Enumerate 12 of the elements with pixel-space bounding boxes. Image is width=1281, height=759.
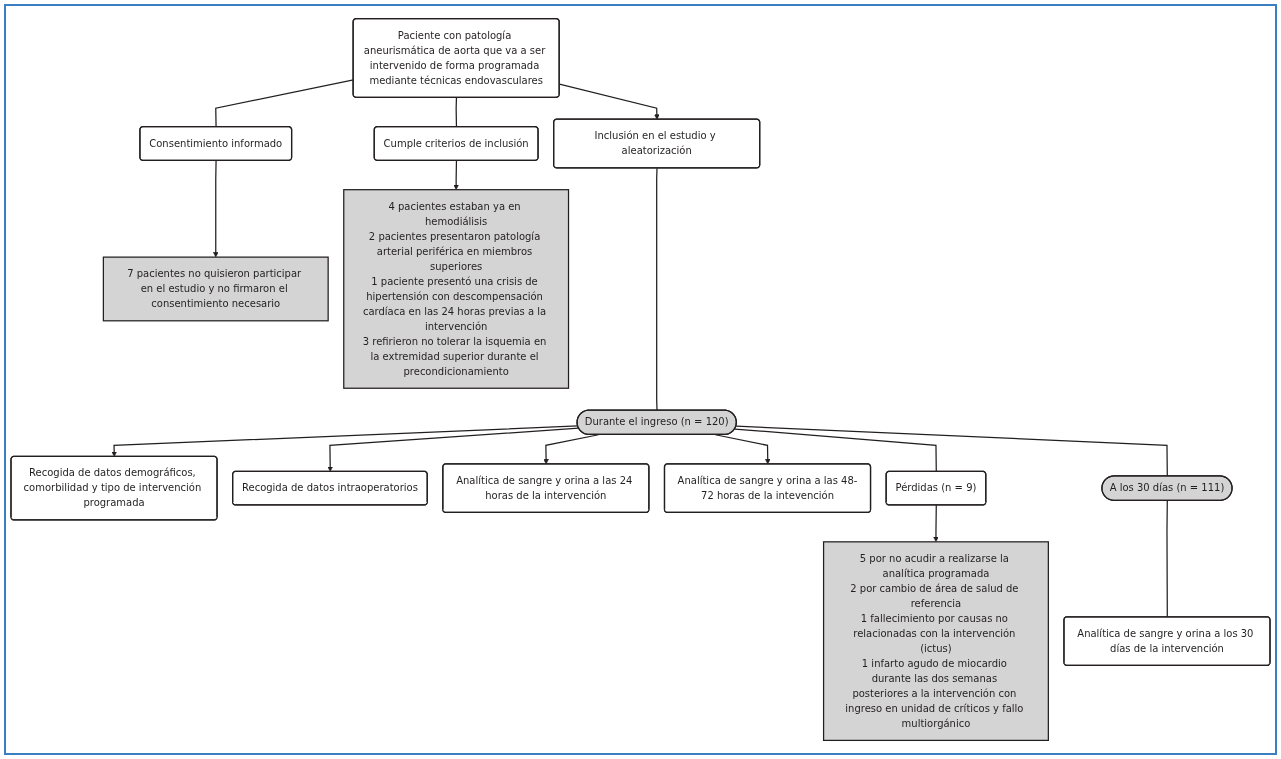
connector — [656, 167, 658, 412]
arrow — [327, 427, 580, 472]
node-box: 4 pacientes estaban ya en hemodiálisis 2 pacientes presentaron patología arterial periférica en miembros superiores 1 paciente presentó una crisis de hipertensión con descompensación cardíaca en las 24 horas previas a la intervención 3 refirieron no tolerar la isquemia en la extremidad superior durante el precondicionamiento — [343, 189, 570, 389]
connector — [735, 425, 1168, 477]
arrow — [933, 504, 939, 543]
arrow — [453, 160, 459, 190]
node-box: 5 por no acudir a realizarse la analítica programada 2 por cambio de área de salud de referencia 1 fallecimiento por causas no relacionadas con la intervención (ictus) 1 infarto agudo de miocardio durante las dos semanas posteriores a la intervención con ingreso en unidad de críticos y fallo multiorgánico — [822, 541, 1049, 741]
connector — [734, 428, 937, 473]
connector — [455, 96, 458, 128]
arrow — [213, 160, 219, 258]
connector — [1166, 500, 1168, 618]
node-box: 7 pacientes no quisieron participar en el estudio y no firmaron el consentimiento necesario — [102, 256, 329, 322]
